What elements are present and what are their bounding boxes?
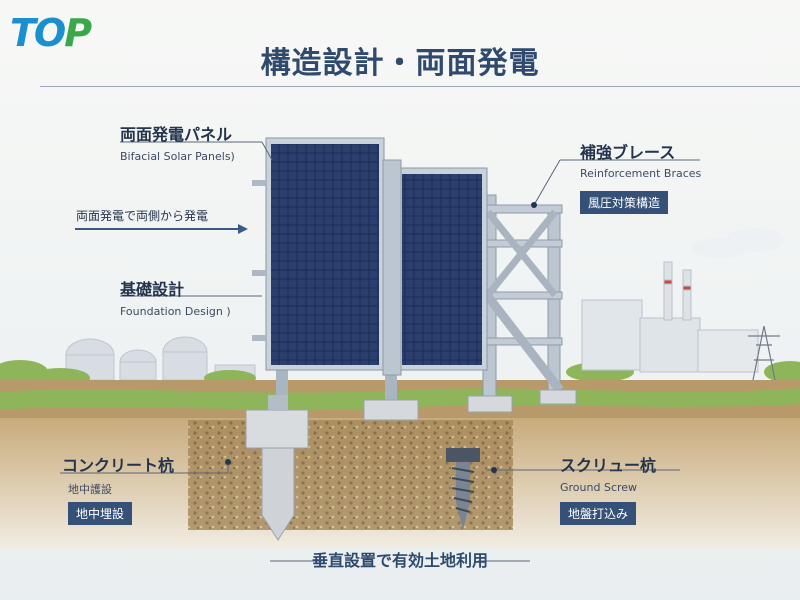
label-both-sides: 両面発電で両側から発電 <box>76 209 209 223</box>
power-tower <box>748 325 780 386</box>
label-bifacial-sub: Bifacial Solar Panels) <box>120 150 235 163</box>
tag-screw: 地盤打込み <box>560 502 637 525</box>
label-screw-title: スクリュー杭 <box>560 456 657 475</box>
pointer-dot-screw <box>491 467 497 473</box>
both-sides-arrow <box>75 224 248 234</box>
label-concrete-sub: 地中護設 <box>68 483 112 496</box>
logo-text-part2: P <box>64 11 92 55</box>
tag-concrete: 地中埋設 <box>68 502 133 525</box>
logo-text-part1: TO <box>10 11 66 55</box>
pointer-dot-brace <box>531 202 537 208</box>
label-screw-sub: Ground Screw <box>560 481 638 494</box>
page-title: 構造設計・両面発電 <box>260 46 540 81</box>
tag-brace: 風圧対策構造 <box>580 191 669 214</box>
solar-panel-right <box>396 167 488 371</box>
label-brace-title: 補強ブレース <box>580 143 676 162</box>
concrete-pile <box>245 395 309 541</box>
background-tanks <box>65 336 256 381</box>
top-logo: TOP <box>10 11 92 55</box>
solar-panel-left <box>252 137 385 371</box>
label-brace-sub: Reinforcement Braces <box>580 167 702 180</box>
center-post <box>382 159 402 376</box>
label-concrete-title: コンクリート杭 <box>62 456 175 475</box>
bottom-caption: 垂直設置で有効土地利用 <box>311 551 488 570</box>
pointer-dot-concrete <box>225 459 231 465</box>
label-bifacial-title: 両面発電パネル <box>120 125 233 144</box>
concrete-footings <box>363 389 577 421</box>
title-divider <box>40 86 800 87</box>
background-factory <box>581 228 785 373</box>
label-foundation-title: 基礎設計 <box>120 280 185 299</box>
ground-screw <box>446 448 480 530</box>
grass-strip <box>0 388 800 410</box>
label-foundation-sub: Foundation Design ) <box>120 305 231 318</box>
